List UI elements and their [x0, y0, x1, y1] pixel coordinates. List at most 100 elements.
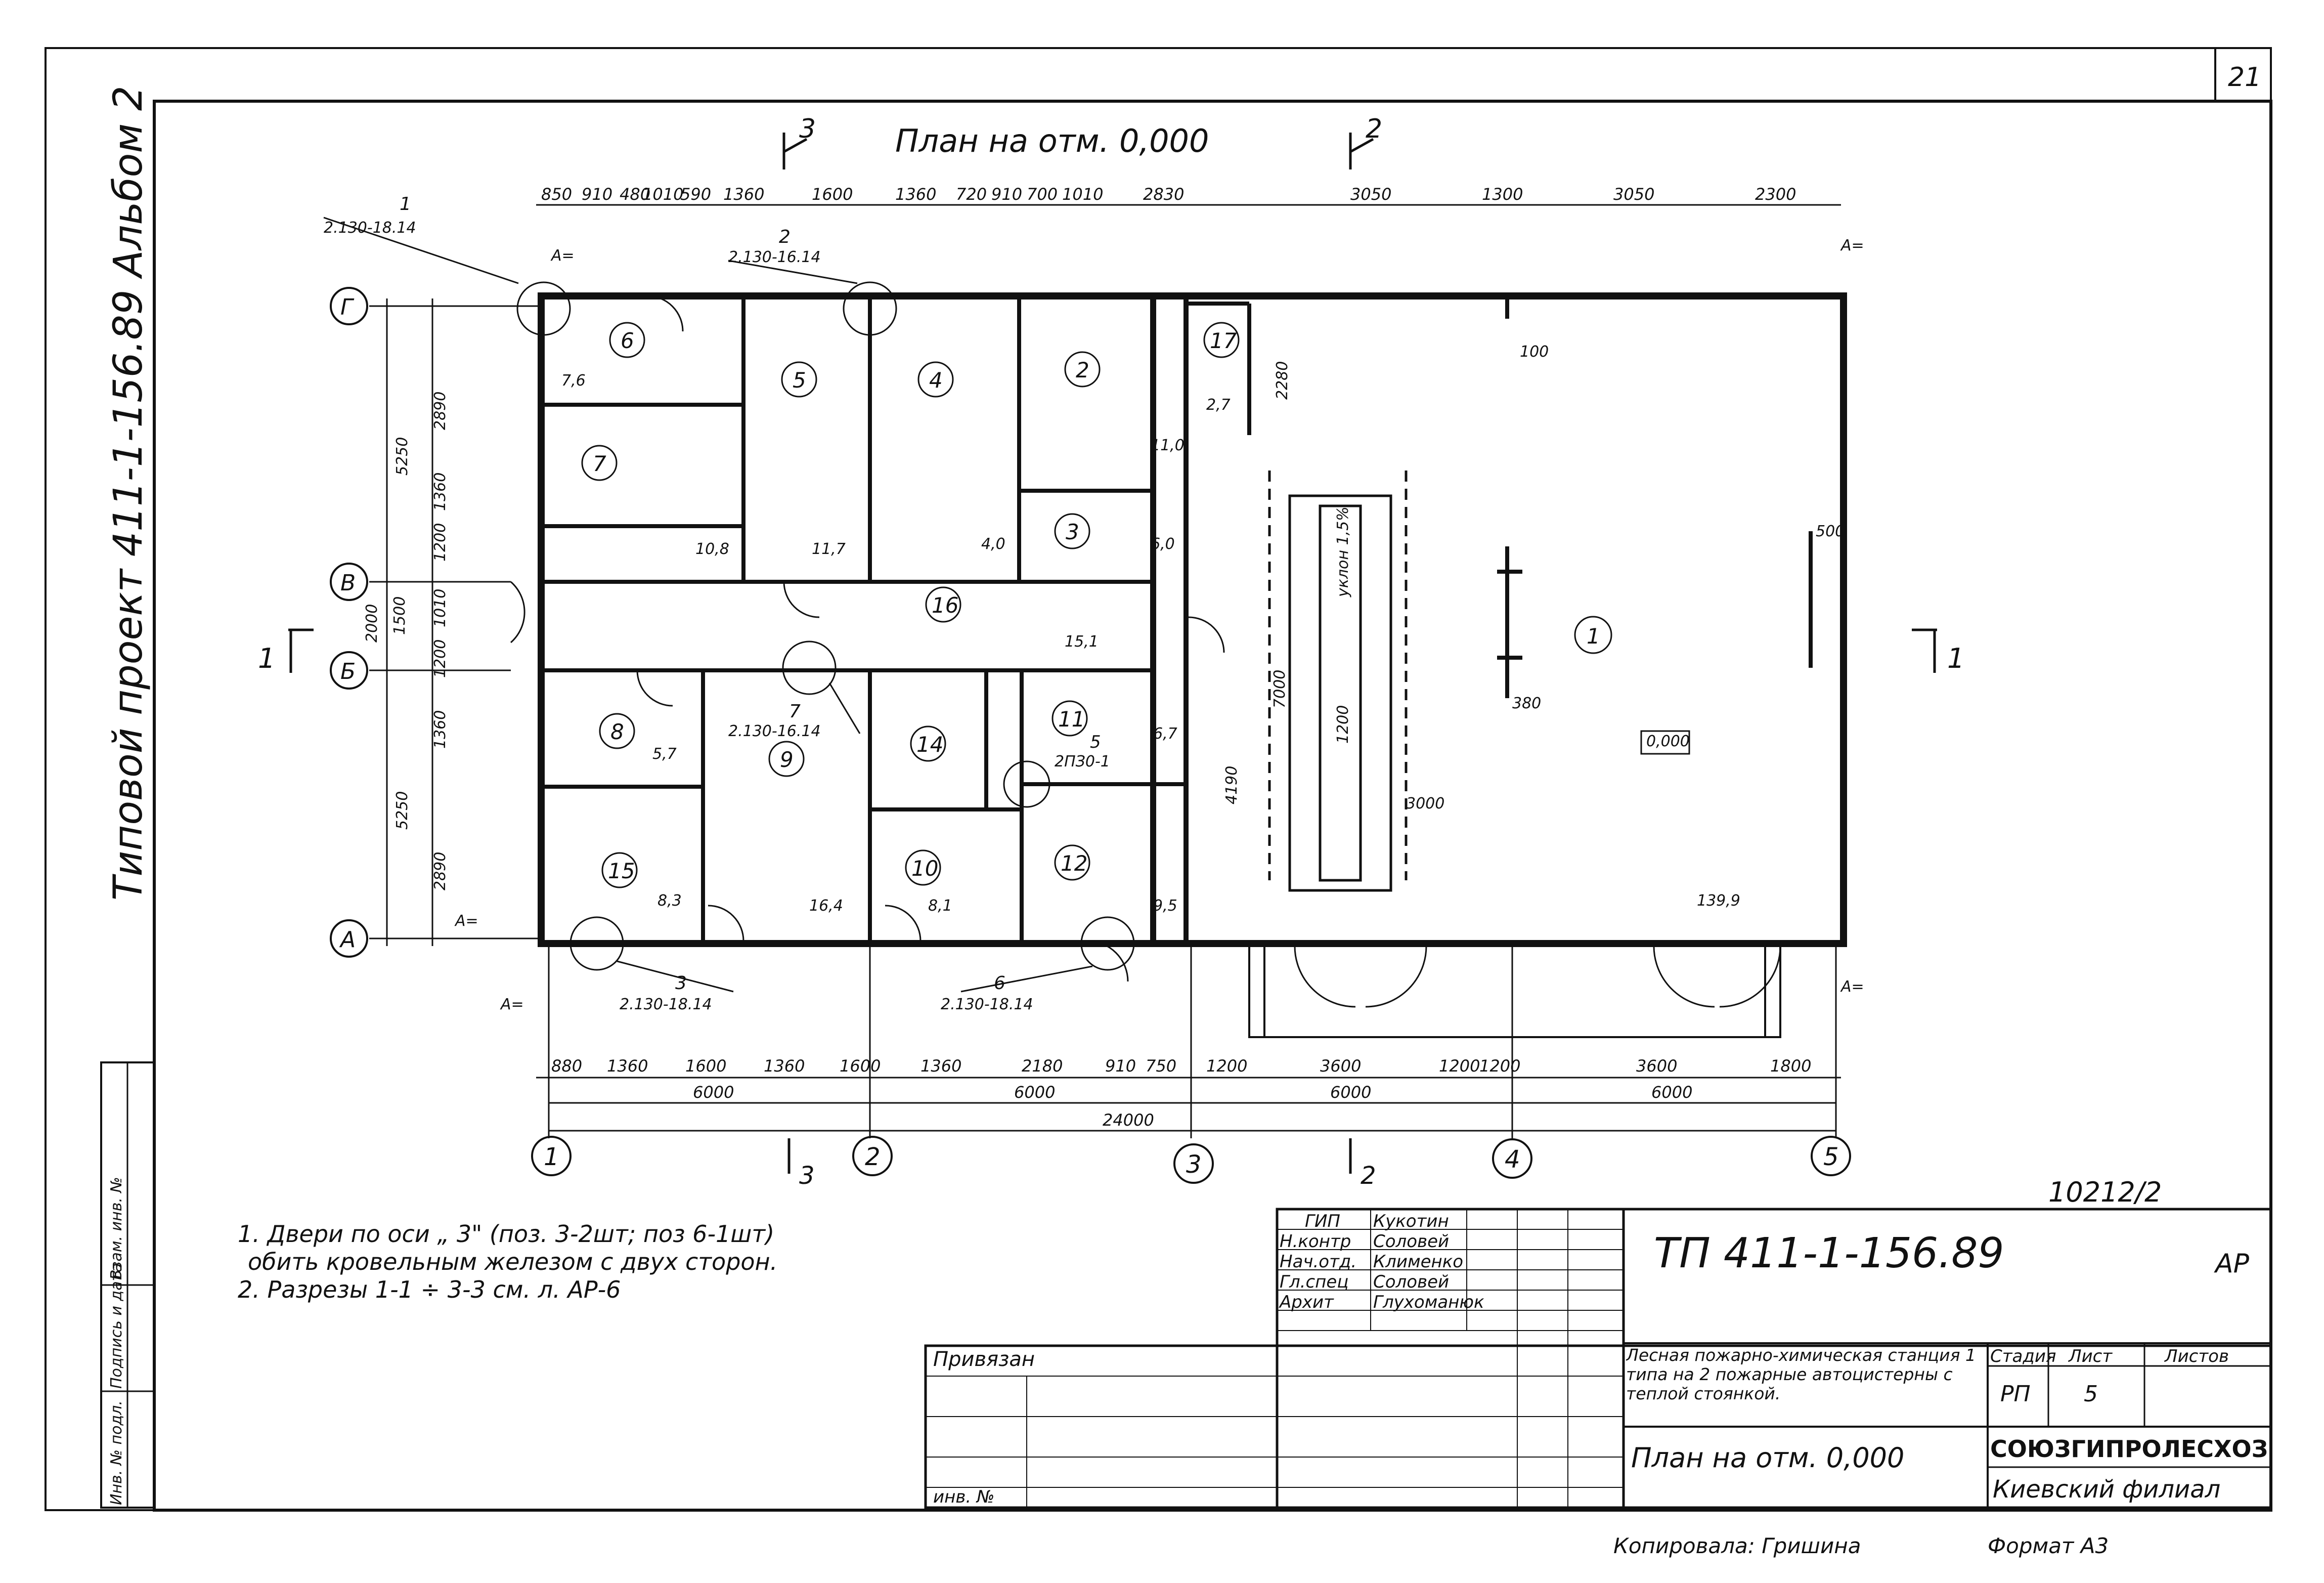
svg-text:1800: 1800 [1770, 1056, 1811, 1076]
svg-text:A=: A= [1840, 978, 1864, 996]
svg-text:15: 15 [608, 859, 635, 883]
garage-dim-100: 100 [1520, 343, 1549, 361]
svg-text:3: 3 [1066, 520, 1079, 544]
garage-dim-4190: 4190 [1223, 766, 1241, 804]
svg-text:14: 14 [916, 732, 943, 757]
svg-text:5250: 5250 [393, 437, 411, 476]
svg-text:2300: 2300 [1755, 185, 1796, 204]
garage-columns [1497, 296, 1813, 698]
level-box [1640, 730, 1690, 755]
room-5: 511,7 [781, 361, 846, 558]
notes: 1. Двери по оси „ 3" (поз. 3-2шт; поз 6-… [238, 1220, 777, 1303]
sheet-number: 21 [2228, 62, 2261, 93]
svg-text:Н.контр: Н.контр [1280, 1231, 1351, 1252]
svg-text:2ПЗ0-1: 2ПЗ0-1 [1055, 753, 1110, 771]
svg-text:А: А [339, 927, 356, 953]
dim-tags: A= A= A= A= A= [454, 237, 1864, 1013]
room-10: 108,1 [905, 849, 952, 915]
section-label-3: 3 [799, 114, 816, 144]
room-7: 710,8 [581, 445, 729, 558]
row-axis-bubbles: Г В Б А [330, 287, 368, 958]
project-code: ТП 411-1-156.89 [1654, 1229, 2004, 1277]
svg-text:6000: 6000 [1330, 1083, 1371, 1102]
axis-lines [369, 305, 1837, 1138]
sheet-title: План на отм. 0,000 [1631, 1442, 1904, 1474]
svg-text:Клименко: Клименко [1373, 1252, 1463, 1272]
svg-text:Архит: Архит [1279, 1292, 1334, 1312]
project-name-box: Лесная пожарно-химическая станция 1 типа… [1626, 1346, 1976, 1403]
exterior-walls [538, 292, 1847, 947]
svg-text:1500: 1500 [391, 596, 409, 635]
svg-text:1360: 1360 [431, 473, 449, 511]
svg-text:9,5: 9,5 [1153, 897, 1177, 915]
svg-text:7,6: 7,6 [561, 372, 586, 390]
svg-text:11: 11 [1058, 707, 1085, 732]
svg-text:2: 2 [865, 1143, 881, 1171]
svg-text:2890: 2890 [431, 852, 449, 890]
svg-text:2.130-16.14: 2.130-16.14 [728, 248, 821, 266]
svg-text:В: В [340, 570, 356, 596]
svg-text:2830: 2830 [1143, 185, 1184, 204]
svg-text:3050: 3050 [1613, 185, 1654, 204]
svg-text:8,1: 8,1 [928, 897, 952, 915]
svg-text:Г: Г [340, 294, 355, 320]
pit-grate: 1200 [1334, 705, 1352, 744]
svg-text:1010: 1010 [431, 589, 449, 627]
svg-text:3: 3 [799, 1162, 815, 1190]
dims-bottom: 880 1360 1600 1360 1600 1360 2180 910 75… [551, 1056, 1811, 1130]
svg-text:2: 2 [1076, 358, 1089, 382]
svg-text:1360: 1360 [607, 1056, 648, 1076]
callout-6: 6 2.130-18.14 [941, 916, 1135, 1013]
plan-title: План на отм. 0,000 3 2 [782, 114, 1382, 169]
svg-text:6,7: 6,7 [1153, 725, 1177, 743]
callout-7: 7 2.130-16.14 [728, 640, 861, 740]
garage-apron [1248, 945, 1781, 1038]
doors [510, 295, 1781, 1008]
axis-bubble-B: Б [330, 651, 368, 690]
svg-text:Б: Б [340, 659, 356, 684]
org-branch: Киевский филиал [1993, 1475, 2220, 1504]
svg-text:A=: A= [550, 247, 575, 265]
svg-text:5,7: 5,7 [652, 745, 677, 763]
svg-text:Соловей: Соловей [1373, 1272, 1449, 1292]
stamp-vzam-inv: Взам. инв. № [108, 1177, 125, 1280]
svg-text:4,0: 4,0 [981, 535, 1005, 553]
stamp-sign-date: Подпись и дата [108, 1263, 125, 1389]
axis-bubble-A: А [330, 919, 368, 958]
garage-dim-7000: 7000 [1271, 670, 1289, 708]
room-11: 116,7 [1051, 700, 1177, 743]
svg-text:8: 8 [610, 719, 624, 744]
section-marks-bottom: 3 2 [787, 1138, 1376, 1190]
col-sheet: Лист [2068, 1346, 2113, 1366]
svg-text:2: 2 [1361, 1162, 1376, 1190]
svg-text:Кукотин: Кукотин [1373, 1211, 1449, 1231]
section-1-1-marks: 1 1 [258, 628, 1964, 674]
svg-text:6: 6 [621, 328, 634, 353]
svg-text:12: 12 [1061, 851, 1087, 876]
note-2: 2. Разрезы 1-1 ÷ 3-3 см. л. АР-6 [238, 1276, 621, 1303]
org-name: СОЮЗГИПРОЛЕСХОЗ [1990, 1435, 2268, 1463]
side-label: Типовой проект 411-1-156.89 Альбом 2 [106, 85, 151, 901]
footer-format: Формат А3 [1988, 1533, 2109, 1558]
axis-bubble-V: В [330, 563, 368, 601]
svg-text:1360: 1360 [895, 185, 936, 204]
svg-text:8,3: 8,3 [657, 892, 682, 910]
svg-text:3: 3 [1186, 1150, 1202, 1179]
title-block [924, 1208, 2272, 1509]
svg-text:1: 1 [544, 1143, 559, 1171]
svg-text:5: 5 [793, 368, 806, 393]
axis-bubble-4: 4 [1492, 1138, 1532, 1179]
svg-text:2000: 2000 [363, 604, 381, 643]
svg-text:1: 1 [400, 194, 411, 215]
svg-text:3: 3 [675, 973, 687, 994]
section-mark-2: 2 [1349, 114, 1382, 169]
svg-text:1200: 1200 [1206, 1056, 1247, 1076]
column-axis-bubbles: 1 2 3 4 5 [531, 1136, 1851, 1184]
inspection-pit [1268, 470, 1408, 892]
svg-text:1600: 1600 [812, 185, 853, 204]
axis-bubble-G: Г [330, 287, 368, 325]
